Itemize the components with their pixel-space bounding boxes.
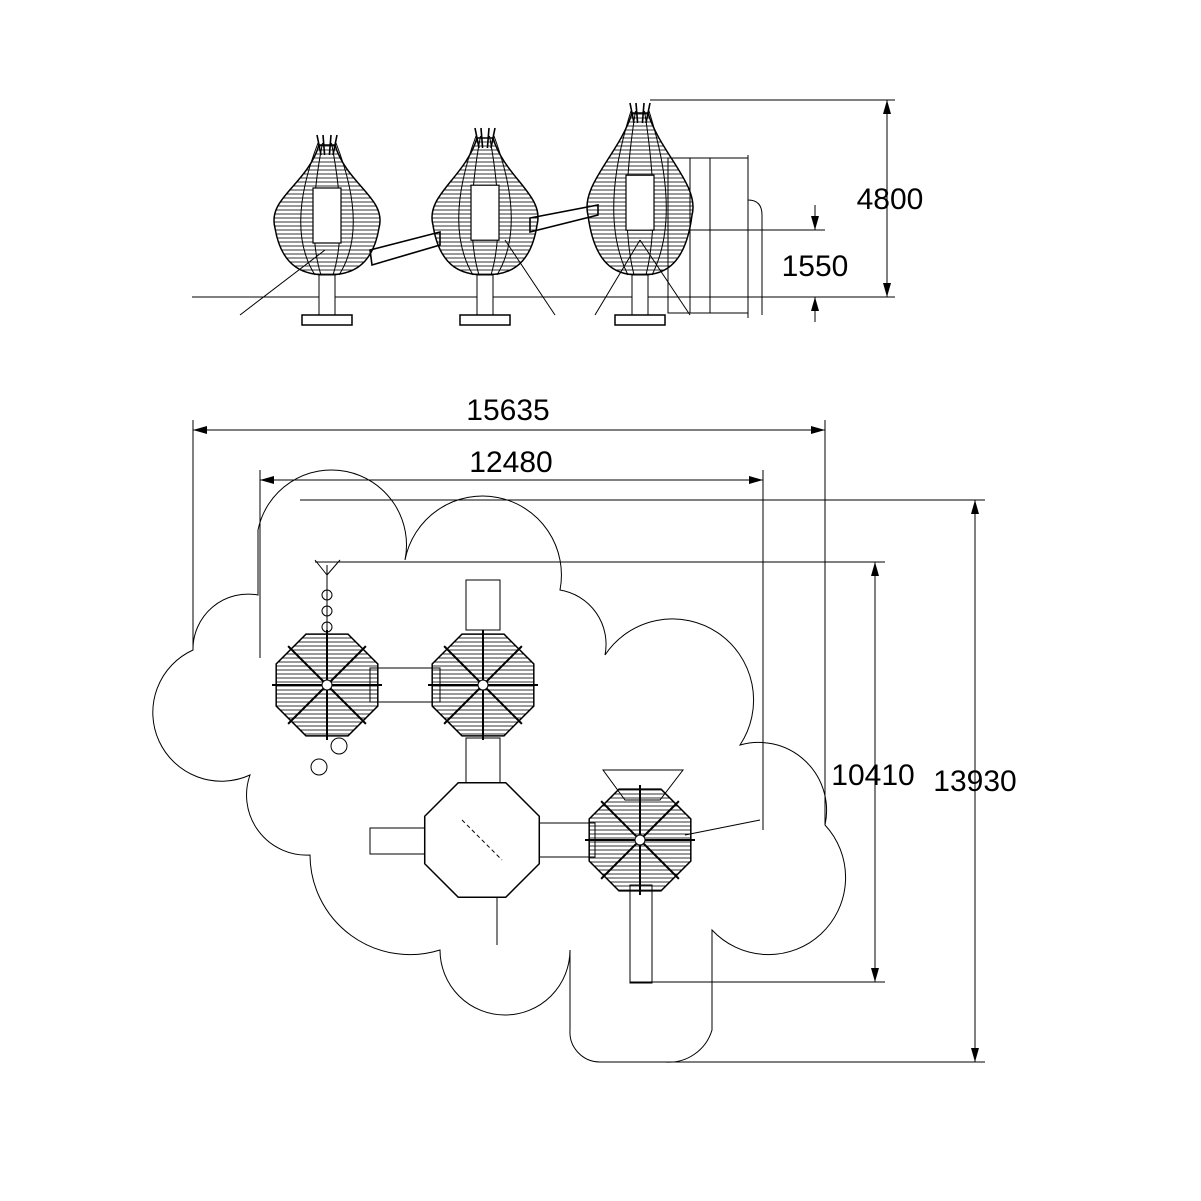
tower-plan-octagon [423,781,541,899]
tower-elevation [431,127,539,326]
tower-elevation [273,134,381,326]
tower-plan-octagon [585,785,695,895]
dimension-1550: 1550 [650,205,848,322]
safety-zone-outline [152,469,847,1063]
tower-plan-octagon [428,630,538,740]
dimension-label-4800: 4800 [857,183,924,216]
dimension-13930: 13930 [300,499,1017,1063]
dimension-label-1550: 1550 [782,250,849,283]
dimension-10410: 10410 [315,561,915,983]
dimension-label-15635: 15635 [466,394,549,427]
dimension-label-13930: 13930 [933,765,1016,798]
bridge-1 [369,230,441,267]
plan-view [152,469,847,1063]
dimension-label-10410: 10410 [831,759,914,792]
dimension-label-12480: 12480 [469,446,552,479]
slide-top [465,579,501,631]
slide [629,884,653,984]
dimension-12480: 12480 [259,446,764,830]
slide-left [369,827,433,855]
tower-elevation [586,102,694,326]
tower-plan-octagon [272,630,382,740]
dimension-15635: 15635 [192,394,826,825]
dimension-4800: 4800 [650,99,924,298]
elevation-view [192,102,770,326]
